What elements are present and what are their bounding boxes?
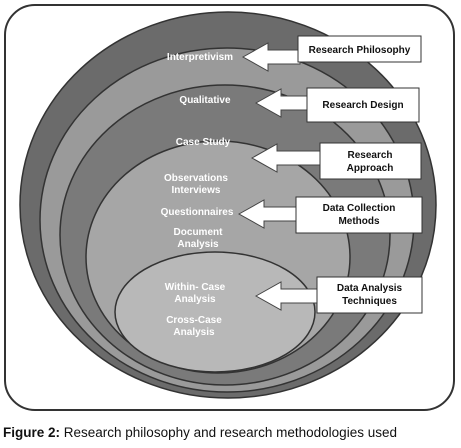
ring-label-cross-case-analysis: Analysis — [173, 327, 215, 338]
box-research-philosophy — [297, 35, 422, 63]
box-label-data-analysis-line2: Techniques — [342, 296, 397, 307]
box-research-approach — [319, 142, 422, 180]
ring-label-within-case: Within- Case — [165, 282, 226, 293]
figure-caption: Figure 2: Research philosophy and resear… — [3, 425, 459, 440]
ring-label-interviews: Interviews — [172, 185, 221, 196]
figure-caption-label: Figure 2: — [3, 425, 61, 440]
box-data-collection — [295, 196, 423, 234]
ring-label-document: Document — [174, 227, 224, 238]
box-label-research-approach-line1: Research — [347, 150, 392, 161]
box-label-research-design: Research Design — [322, 100, 403, 111]
box-label-data-collection-line2: Methods — [338, 216, 380, 227]
layer-ring-data-analysis — [114, 251, 316, 373]
box-data-analysis — [316, 276, 423, 314]
ring-label-within-case-analysis: Analysis — [174, 294, 216, 305]
ring-label-cross-case: Cross-Case — [166, 315, 222, 326]
ring-label-qualitative: Qualitative — [179, 95, 231, 106]
box-label-data-analysis-line1: Data Analysis — [337, 283, 403, 294]
ring-label-case-study: Case Study — [176, 137, 231, 148]
box-research-design — [306, 87, 420, 123]
box-label-research-approach-line2: Approach — [347, 163, 394, 174]
box-label-research-philosophy: Research Philosophy — [309, 45, 411, 56]
ring-label-questionnaires: Questionnaires — [161, 207, 234, 218]
research-onion-diagram: Interpretivism Research Philosophy Quali… — [4, 4, 455, 411]
figure-caption-text: Research philosophy and research methodo… — [60, 425, 397, 440]
box-label-data-collection-line1: Data Collection — [323, 203, 396, 214]
ring-label-interpretivism: Interpretivism — [167, 52, 233, 63]
ring-label-document-analysis: Analysis — [177, 239, 219, 250]
ring-label-observations: Observations — [164, 173, 228, 184]
